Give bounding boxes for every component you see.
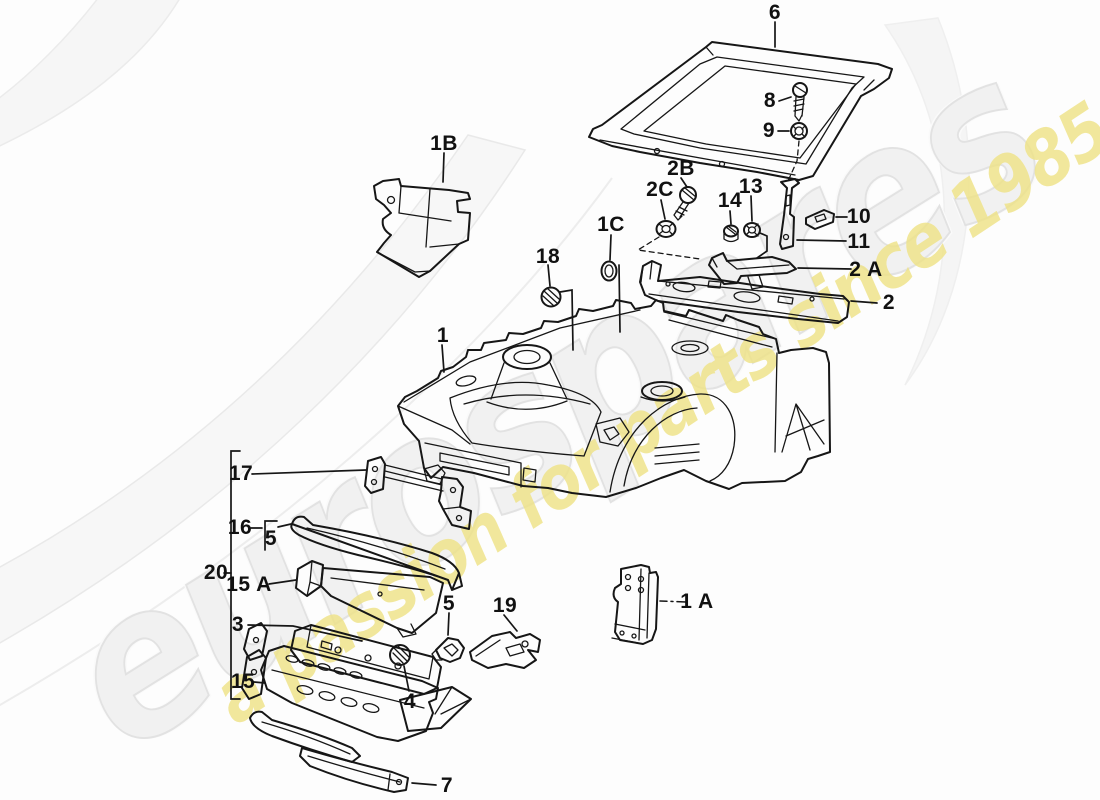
part-label-20: 20: [203, 561, 229, 584]
part-17-bumper-bracket-drawing: [251, 456, 472, 530]
part-label-1c: 1C: [597, 213, 625, 236]
part-label-19: 19: [492, 594, 518, 617]
part-label-1a: 1 A: [680, 590, 714, 613]
part-5-clip-drawing: [431, 612, 465, 663]
part-13-washer-drawing: [743, 195, 768, 259]
part-label-13: 13: [738, 175, 764, 198]
part-19-bracket-plate-drawing: [469, 614, 541, 669]
part-label-5u: 5: [264, 527, 278, 550]
part-label-15: 15: [230, 670, 256, 693]
part-label-10: 10: [846, 205, 872, 228]
part-1a-side-bracket-drawing: [611, 564, 687, 645]
part-2a-bracket-drawing: [708, 252, 852, 290]
part-15a-support-panel-drawing: [268, 560, 444, 638]
part-label-18: 18: [535, 245, 561, 268]
part-label-15a: 15 A: [226, 573, 272, 596]
part-label-1: 1: [436, 324, 450, 347]
part-1-front-body-section-drawing: [397, 299, 831, 498]
part-4-grommet-drawing: [389, 644, 411, 692]
part-1c-ring-drawing: [600, 234, 621, 333]
part-7-lower-valance-drawing: [249, 710, 437, 793]
part-label-11: 11: [847, 230, 871, 253]
part-2c-washer-drawing: [636, 199, 701, 260]
part-20-group-bracket: [223, 450, 241, 700]
part-6-windshield-frame-drawing: [588, 21, 893, 181]
part-label-16: 16: [227, 516, 253, 539]
part-8-screw-drawing: [778, 82, 808, 122]
part-label-1b: 1B: [430, 132, 458, 155]
part-label-2a: 2 A: [849, 258, 883, 281]
part-label-2: 2: [882, 291, 896, 314]
part-10-clip-drawing: [805, 209, 848, 230]
part-label-2c: 2C: [646, 178, 674, 201]
part-16-cover-strip-drawing: [250, 515, 463, 591]
part-label-14: 14: [717, 189, 743, 212]
part-1b-bracket-drawing: [373, 152, 471, 278]
part-label-7: 7: [440, 774, 454, 797]
part-label-5: 5: [442, 592, 456, 615]
part-9-nut-drawing: [777, 122, 808, 182]
part-label-3: 3: [231, 613, 245, 636]
part-18-grommet-drawing: [540, 264, 574, 351]
part-label-17: 17: [228, 462, 254, 485]
part-14-nut-drawing: [723, 210, 739, 243]
part-label-8: 8: [763, 89, 777, 112]
part-label-9: 9: [762, 119, 776, 142]
part-15-front-panel-drawing: [241, 645, 472, 742]
part-label-2b: 2B: [667, 157, 695, 180]
part-label-6: 6: [768, 1, 782, 24]
part-2b-screw-drawing: [673, 177, 697, 221]
part-label-4: 4: [403, 690, 417, 713]
part-11-support-bracket-drawing: [779, 178, 847, 250]
